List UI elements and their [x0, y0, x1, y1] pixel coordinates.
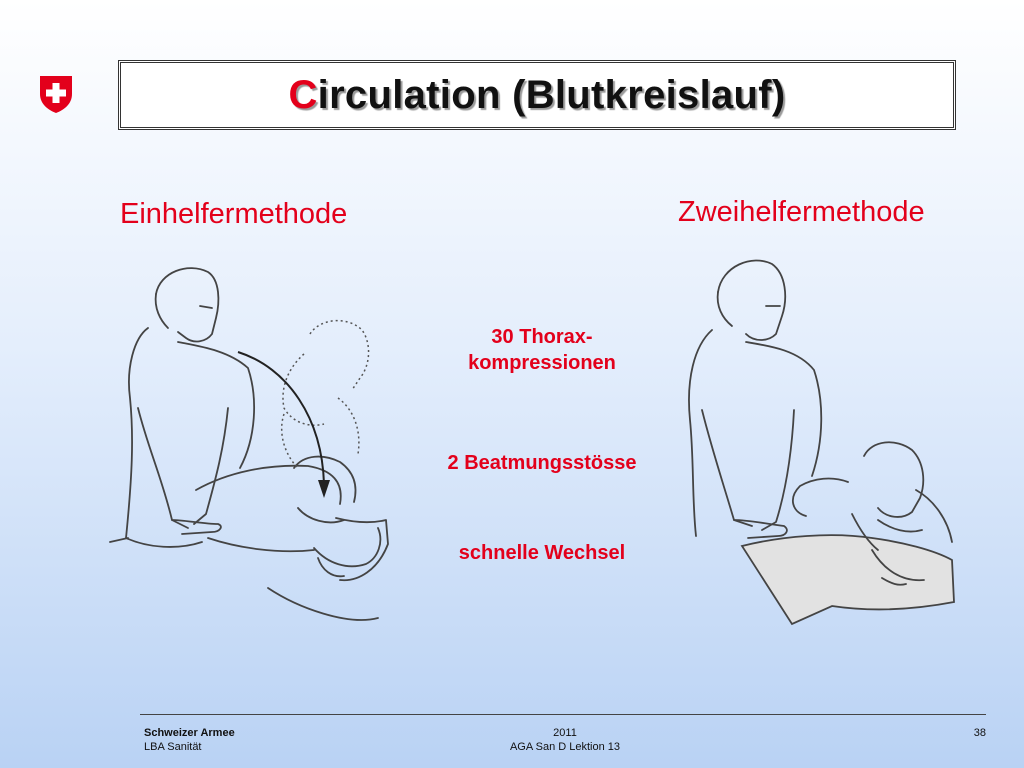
step-compressions: 30 Thorax- kompressionen	[410, 324, 674, 376]
title-first-letter: C	[288, 72, 318, 117]
slide-title: Circulation (Blutkreislauf)	[288, 73, 785, 118]
two-rescuer-cpr-illustration	[688, 259, 955, 626]
footer-org: Schweizer Armee	[144, 727, 235, 739]
two-rescuer-method-label: Zweihelfermethode	[678, 196, 925, 228]
swiss-cross-icon	[40, 76, 72, 113]
one-rescuer-cpr-illustration	[109, 267, 389, 621]
footer-left: Schweizer Armee LBA Sanität	[144, 726, 235, 754]
step-1-line-2: kompressionen	[468, 352, 616, 374]
footer-year: 2011	[553, 727, 577, 739]
one-rescuer-method-label: Einhelfermethode	[120, 198, 348, 230]
footer-course: AGA San D Lektion 13	[509, 741, 621, 753]
footer-divider	[140, 714, 986, 715]
title-text: irculation (Blutkreislauf)	[317, 72, 786, 117]
page-number: 38	[973, 727, 986, 739]
footer-center: 2011 AGA San D Lektion 13	[470, 726, 660, 754]
footer-unit: LBA Sanität	[144, 741, 202, 753]
title-box: Circulation (Blutkreislauf)	[118, 60, 956, 130]
step-switch: schnelle Wechsel	[458, 542, 626, 564]
step-1-line-1: 30 Thorax-	[491, 326, 593, 348]
footer-right: 38	[960, 726, 986, 740]
step-ventilations: 2 Beatmungsstösse	[447, 452, 637, 474]
